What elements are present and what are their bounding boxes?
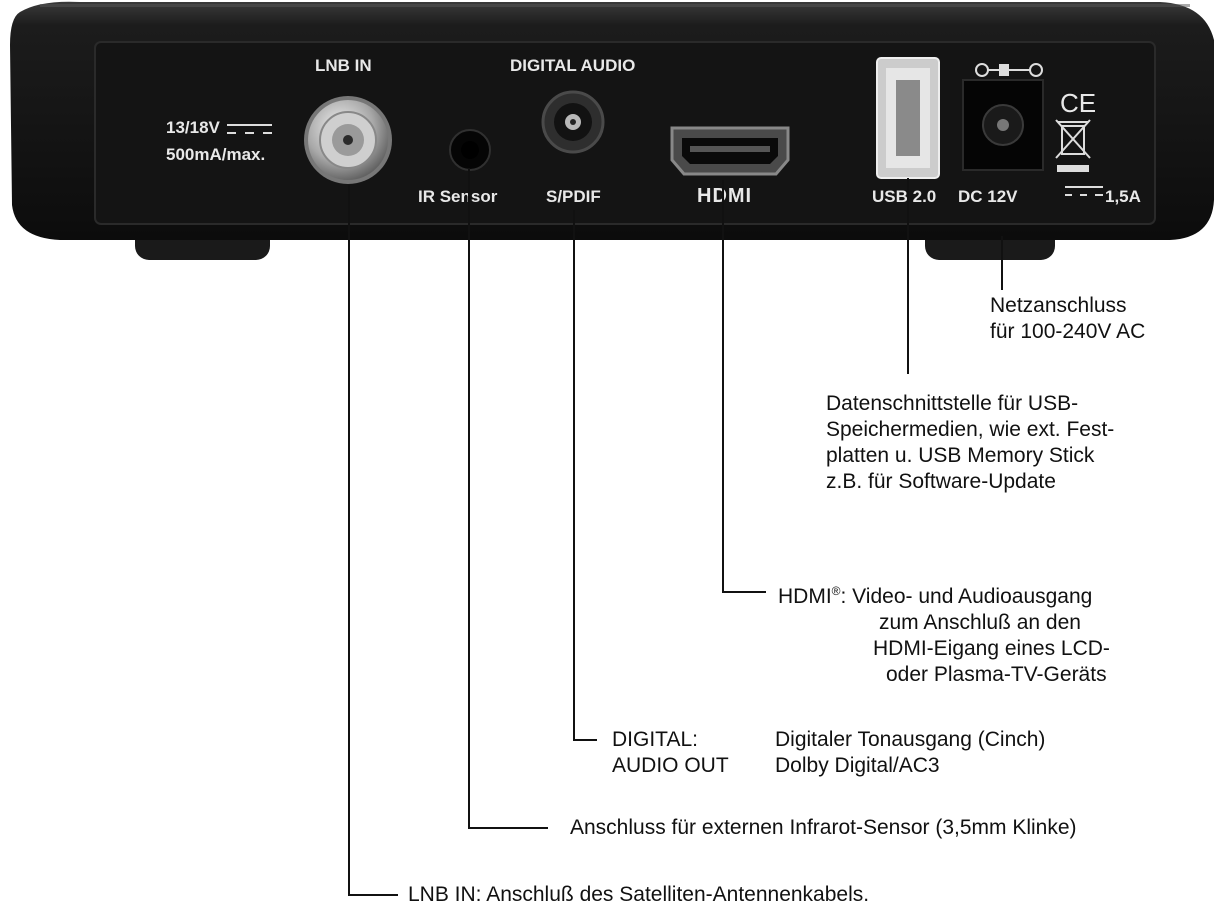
usb-callout-line-1: Datenschnittstelle für USB- (826, 392, 1079, 415)
digital-desc-line-2: Dolby Digital/AC3 (775, 754, 940, 777)
usb-callout-line-3: platten u. USB Memory Stick (826, 444, 1095, 467)
usb-callout: Datenschnittstelle für USB- Speichermedi… (826, 391, 1114, 495)
usb-port (876, 57, 940, 179)
ir-sensor-label: IR Sensor (418, 187, 498, 206)
usb-label: USB 2.0 (872, 187, 937, 206)
dc-symbol-icon-2 (1065, 186, 1103, 196)
spdif-label: S/PDIF (546, 187, 601, 206)
usb-callout-line-4: z.B. für Software-Update (826, 470, 1056, 493)
leader-usb (907, 178, 909, 374)
ce-mark: CE (1060, 88, 1097, 118)
lnb-callout: LNB IN: Anschluß des Satelliten-Antennen… (408, 883, 870, 906)
digital-desc-line-1: Digitaler Tonausgang (Cinch) (775, 728, 1046, 751)
power-callout: Netzanschluss für 100-240V AC (990, 293, 1145, 345)
registered-mark: ® (831, 584, 841, 598)
weee-bin-icon (1055, 119, 1091, 172)
leader-spdif (573, 210, 575, 740)
hdmi-callout-line-1: HDMI®: Video- und Audioausgang (778, 578, 1110, 610)
lnb-in-label: LNB IN (315, 56, 372, 75)
digital-audio-callout: DIGITAL: AUDIO OUT Digitaler Tonausgang … (612, 727, 1045, 779)
hdmi-callout: HDMI®: Video- und Audioausgang zum Ansch… (778, 578, 1110, 688)
hdmi-logo: HDMI (697, 185, 753, 207)
leader-lnb (348, 185, 350, 895)
leader-ir-h (468, 827, 548, 829)
usb-callout-line-2: Speichermedien, wie ext. Fest- (826, 418, 1115, 441)
hdmi-callout-line-3: HDMI-Eigang eines LCD- (873, 637, 1110, 660)
leader-lnb-h (348, 894, 398, 896)
top-edge-highlight (40, 4, 1190, 7)
leader-spdif-h (573, 739, 597, 741)
digital-label: DIGITAL: (612, 728, 698, 751)
dc-current-label: 1,5A (1105, 187, 1141, 206)
leader-ir (468, 168, 470, 828)
ir-callout: Anschluss für externen Infrarot-Sensor (… (570, 816, 1077, 839)
voltage-label: 13/18V (166, 118, 220, 137)
power-callout-line-2: für 100-240V AC (990, 320, 1146, 343)
dc-label: DC 12V (958, 187, 1018, 206)
hdmi-port (670, 126, 790, 176)
leader-power (1001, 236, 1003, 290)
audio-out-label: AUDIO OUT (612, 754, 729, 777)
dc-symbol-icon (227, 124, 272, 134)
spdif-jack (541, 90, 605, 154)
polarity-icon (975, 63, 1043, 77)
hdmi-callout-line-2: zum Anschluß an den (879, 611, 1081, 634)
hdmi-callout-title: HDMI (778, 585, 832, 608)
hdmi-callout-line-4: oder Plasma-TV-Geräts (886, 663, 1107, 686)
receiver-back-panel (10, 1, 1214, 260)
lnb-in-connector (304, 96, 392, 184)
leader-hdmi-h (722, 591, 766, 593)
digital-audio-label: DIGITAL AUDIO (510, 56, 636, 75)
leader-hdmi (722, 180, 724, 592)
hdmi-callout-line-1-rest: : Video- und Audioausgang (840, 585, 1093, 608)
current-label: 500mA/max. (166, 145, 266, 164)
ir-sensor-jack (449, 129, 491, 171)
power-callout-line-1: Netzanschluss (990, 294, 1127, 317)
dc-power-jack (962, 79, 1044, 171)
